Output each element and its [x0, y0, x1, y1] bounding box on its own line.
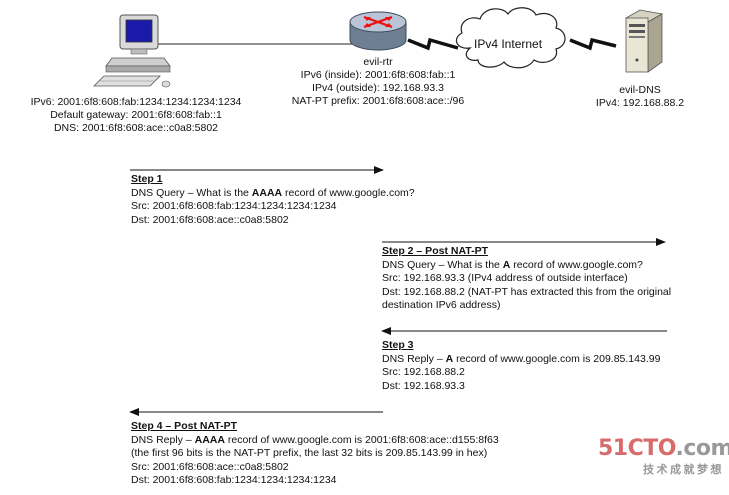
watermark-tagline: 技术成就梦想	[643, 463, 724, 476]
router-natpt-prefix: NAT-PT prefix: 2001:6f8:608:ace::/96	[291, 95, 465, 107]
router-ipv4-outside: IPv4 (outside): 192.168.93.3	[312, 82, 444, 94]
step1-query: DNS Query – What is the AAAA record of w…	[131, 186, 415, 199]
pc-info: IPv6: 2001:6f8:608:fab:1234:1234:1234:12…	[0, 96, 272, 135]
router-cloud-lightning	[407, 37, 459, 51]
pc-dns: DNS: 2001:6f8:608:ace::c0a8:5802	[53, 122, 219, 134]
step2-dst-line2: destination IPv6 address)	[382, 299, 501, 311]
cloud-server-lightning	[569, 37, 617, 51]
step3-src: Src: 192.168.88.2	[382, 366, 465, 378]
step2-dst-line1: Dst: 192.168.88.2 (NAT-PT has extracted …	[382, 285, 672, 298]
step1-dst: Dst: 2001:6f8:608:ace::c0a8:5802	[131, 213, 289, 226]
cloud-label: IPv4 Internet	[474, 37, 543, 51]
step1-src: Src: 2001:6f8:608:fab:1234:1234:1234:123…	[131, 200, 337, 212]
router-ipv6-inside: IPv6 (inside): 2001:6f8:608:fab::1	[300, 69, 456, 81]
step1-block: Step 1 DNS Query – What is the AAAA reco…	[131, 173, 415, 227]
step2-query: DNS Query – What is the A record of www.…	[382, 258, 643, 271]
step4-reply: DNS Reply – AAAA record of www.google.co…	[131, 433, 499, 446]
router-info: evil-rtr IPv6 (inside): 2001:6f8:608:fab…	[270, 56, 486, 108]
network-topology	[93, 7, 664, 88]
step2-src: Src: 192.168.93.3 (IPv4 address of outsi…	[382, 272, 628, 284]
step4-block: Step 4 – Post NAT-PT DNS Reply – AAAA re…	[131, 420, 499, 488]
cloud-icon	[455, 7, 566, 69]
dns-server-name: evil-DNS	[619, 84, 661, 96]
watermark: 51CTO.com 技术成就梦想	[598, 436, 729, 477]
step4-note: (the first 96 bits is the NAT-PT prefix,…	[131, 447, 488, 459]
dns-server-ipv4: IPv4: 192.168.88.2	[595, 97, 685, 109]
step3-title: Step 3	[382, 339, 414, 351]
step1-title: Step 1	[131, 173, 163, 185]
step4-title: Step 4 – Post NAT-PT	[131, 420, 237, 432]
dns-server-info: evil-DNS IPv4: 192.168.88.2	[580, 84, 700, 110]
step3-dst: Dst: 192.168.93.3	[382, 379, 465, 392]
step4-dst: Dst: 2001:6f8:608:fab:1234:1234:1234:123…	[131, 474, 337, 486]
step3-reply: DNS Reply – A record of www.google.com i…	[382, 352, 661, 365]
pc-default-gateway: Default gateway: 2001:6f8:608:fab::1	[50, 109, 222, 121]
step4-src: Src: 2001:6f8:608:ace::c0a8:5802	[131, 460, 289, 473]
step3-block: Step 3 DNS Reply – A record of www.googl…	[382, 339, 660, 393]
pc-icon	[93, 14, 171, 88]
router-icon	[349, 11, 407, 51]
pc-ipv6: IPv6: 2001:6f8:608:fab:1234:1234:1234:12…	[30, 96, 242, 108]
router-name: evil-rtr	[363, 56, 393, 68]
step2-title: Step 2 – Post NAT-PT	[382, 245, 488, 257]
server-icon	[624, 9, 664, 73]
watermark-brand: 51CTO.com	[598, 436, 729, 461]
step2-block: Step 2 – Post NAT-PT DNS Query – What is…	[382, 245, 671, 313]
